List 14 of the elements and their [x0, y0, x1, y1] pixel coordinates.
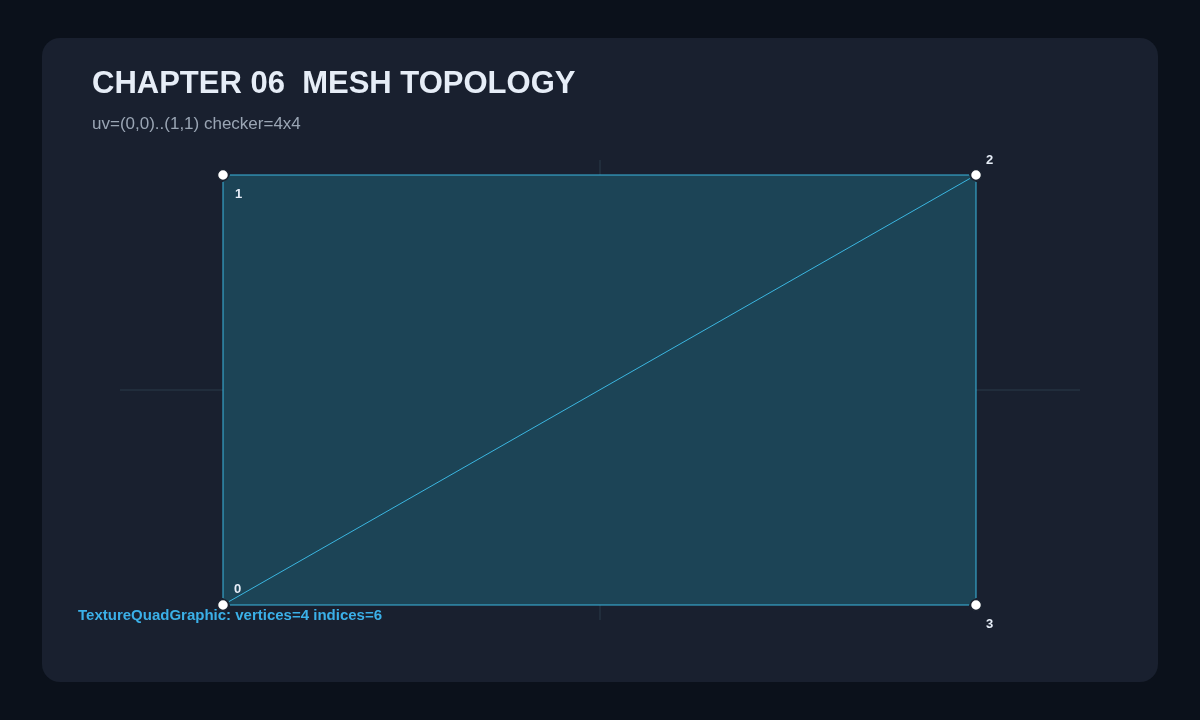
vertex-index: 0	[234, 581, 242, 596]
mesh-edge	[222, 181, 224, 599]
vertex-point	[969, 598, 983, 612]
vertex-point	[969, 168, 983, 182]
mesh-edge	[975, 181, 977, 599]
vertex-point	[216, 168, 230, 182]
subtitle: uv=(0,0)..(1,1) checker=4x4	[92, 113, 301, 135]
mesh-edge	[229, 604, 970, 606]
vertex-index: 3	[986, 616, 994, 631]
mesh-info-text: TextureQuadGraphic: vertices=4 indices=6	[78, 606, 383, 624]
vertex-index: 2	[986, 152, 994, 167]
mesh-edge	[229, 174, 970, 176]
vertex-index: 1	[235, 186, 243, 201]
chapter-title: CHAPTER 06 MESH TOPOLOGY	[92, 64, 576, 102]
